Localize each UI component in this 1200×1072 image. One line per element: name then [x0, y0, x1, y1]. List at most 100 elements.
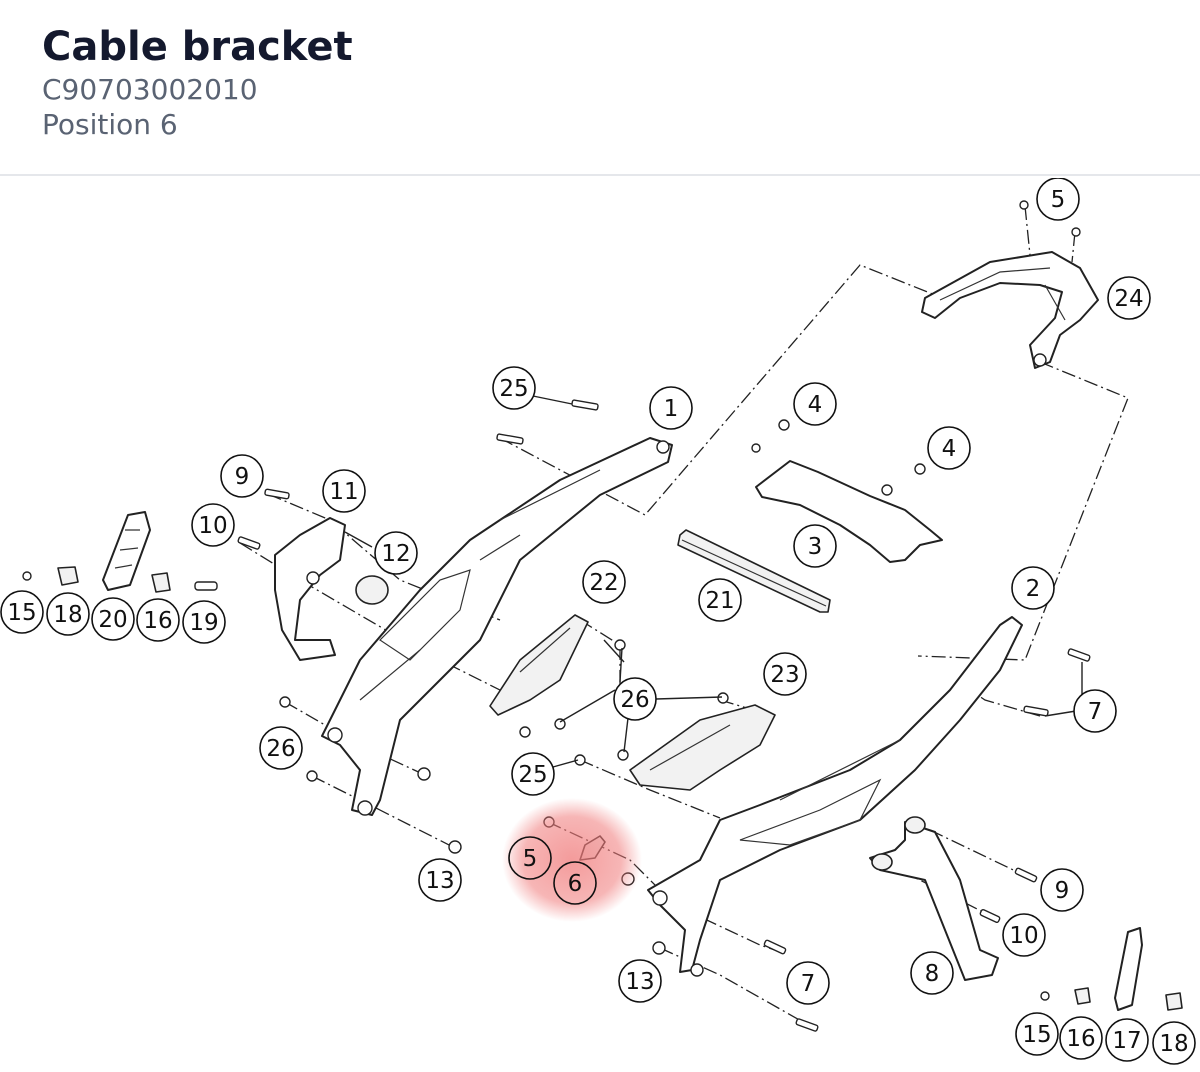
- callout-number: 26: [620, 687, 649, 713]
- callout-number: 16: [1066, 1026, 1095, 1052]
- callout-25[interactable]: 25: [492, 366, 536, 410]
- callout-number: 5: [1051, 187, 1066, 213]
- callout-number: 5: [523, 846, 538, 872]
- callout-circle: [910, 951, 954, 995]
- callout-13[interactable]: 13: [618, 959, 662, 1003]
- callout-10[interactable]: 10: [191, 503, 235, 547]
- footpeg-left-part: [22, 511, 218, 593]
- callout-5[interactable]: 5: [508, 836, 552, 880]
- callout-circle: [1040, 868, 1084, 912]
- page-header: Cable bracket C90703002010 Position 6: [0, 0, 1200, 176]
- callout-circle: [136, 598, 180, 642]
- callout-18[interactable]: 18: [1152, 1021, 1196, 1065]
- callout-circle: [1015, 1012, 1059, 1056]
- callout-16[interactable]: 16: [1059, 1016, 1103, 1060]
- callout-circle: [1073, 689, 1117, 733]
- callout-9[interactable]: 9: [220, 454, 264, 498]
- callout-circle: [46, 592, 90, 636]
- callout-number: 13: [625, 969, 654, 995]
- callout-circle: [582, 560, 626, 604]
- callout-number: 22: [589, 570, 618, 596]
- callout-15[interactable]: 15: [0, 590, 44, 634]
- callout-23[interactable]: 23: [763, 652, 807, 696]
- callout-15[interactable]: 15: [1015, 1012, 1059, 1056]
- callout-circle: [259, 726, 303, 770]
- callout-19[interactable]: 19: [182, 600, 226, 644]
- plate-part: [751, 419, 943, 563]
- callout-2[interactable]: 2: [1011, 566, 1055, 610]
- callout-10[interactable]: 10: [1002, 913, 1046, 957]
- callout-circle: [649, 386, 693, 430]
- callout-6[interactable]: 6: [553, 861, 597, 905]
- callout-13[interactable]: 13: [418, 858, 462, 902]
- callout-circle: [927, 426, 971, 470]
- callout-12[interactable]: 12: [374, 531, 418, 575]
- callout-22[interactable]: 22: [582, 560, 626, 604]
- callout-circle: [1059, 1016, 1103, 1060]
- callout-24[interactable]: 24: [1107, 276, 1151, 320]
- callout-8[interactable]: 8: [910, 951, 954, 995]
- callout-circle: [511, 752, 555, 796]
- callout-circle: [1011, 566, 1055, 610]
- callout-number: 13: [425, 868, 454, 894]
- callout-18[interactable]: 18: [46, 592, 90, 636]
- callout-circle: [374, 531, 418, 575]
- callout-4[interactable]: 4: [927, 426, 971, 470]
- callout-number: 12: [381, 541, 410, 567]
- callout-number: 9: [1055, 878, 1070, 904]
- callout-number: 24: [1114, 286, 1143, 312]
- callout-number: 19: [189, 610, 218, 636]
- callout-21[interactable]: 21: [698, 578, 742, 622]
- callout-number: 25: [499, 376, 528, 402]
- callout-20[interactable]: 20: [91, 597, 135, 641]
- callout-number: 8: [925, 961, 940, 987]
- callout-25[interactable]: 25: [511, 752, 555, 796]
- callout-4[interactable]: 4: [793, 382, 837, 426]
- callout-26[interactable]: 26: [613, 677, 657, 721]
- callout-number: 23: [770, 662, 799, 688]
- callout-5[interactable]: 5: [1036, 178, 1080, 221]
- callout-number: 9: [235, 464, 250, 490]
- callout-number: 10: [198, 513, 227, 539]
- part-title: Cable bracket: [42, 24, 353, 70]
- left-swingarm-part: [321, 437, 673, 816]
- leader-lines: [344, 395, 1083, 768]
- callout-number: 10: [1009, 923, 1038, 949]
- callout-7[interactable]: 7: [786, 961, 830, 1005]
- callout-3[interactable]: 3: [793, 524, 837, 568]
- callout-number: 18: [53, 602, 82, 628]
- callout-7[interactable]: 7: [1073, 689, 1117, 733]
- footpeg-bracket-left-part: [274, 517, 389, 661]
- callout-number: 18: [1159, 1031, 1188, 1057]
- callout-circle: [322, 469, 366, 513]
- callout-number: 1: [664, 396, 679, 422]
- callout-9[interactable]: 9: [1040, 868, 1084, 912]
- callout-1[interactable]: 1: [649, 386, 693, 430]
- callout-number: 15: [7, 600, 36, 626]
- callout-number: 15: [1022, 1022, 1051, 1048]
- callout-circle: [0, 590, 44, 634]
- callout-circle: [553, 861, 597, 905]
- callout-number: 11: [329, 479, 358, 505]
- callout-17[interactable]: 17: [1105, 1018, 1149, 1062]
- callout-16[interactable]: 16: [136, 598, 180, 642]
- callout-circle: [613, 677, 657, 721]
- callout-circle: [793, 382, 837, 426]
- profile-strip-part: [677, 529, 831, 613]
- footpeg-right-part: [1040, 927, 1183, 1011]
- cover-lower-part: [629, 704, 776, 791]
- callout-number: 26: [266, 736, 295, 762]
- callout-number: 3: [808, 534, 823, 560]
- callout-number: 25: [518, 762, 547, 788]
- callout-circle: [91, 597, 135, 641]
- callout-circle: [418, 858, 462, 902]
- callout-11[interactable]: 11: [322, 469, 366, 513]
- callout-circle: [182, 600, 226, 644]
- callout-26[interactable]: 26: [259, 726, 303, 770]
- callout-circle: [1107, 276, 1151, 320]
- callout-circle: [220, 454, 264, 498]
- callout-number: 16: [143, 608, 172, 634]
- footpeg-bracket-right-part: [869, 816, 999, 981]
- callout-number: 17: [1112, 1028, 1141, 1054]
- fasteners: [237, 399, 1091, 1032]
